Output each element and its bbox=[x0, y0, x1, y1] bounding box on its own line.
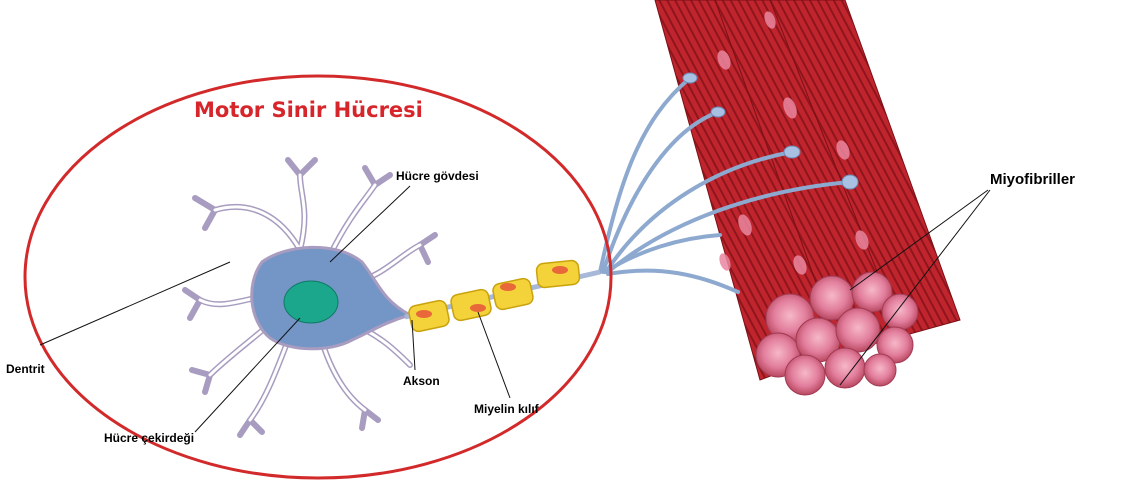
label-myelin-sheath: Miyelin kılıf bbox=[474, 403, 539, 415]
myelin-sheath bbox=[408, 260, 580, 333]
label-nucleus: Hücre çekirdeği bbox=[104, 432, 194, 444]
label-axon: Akson bbox=[403, 375, 440, 387]
nucleus bbox=[284, 281, 338, 323]
neuron bbox=[185, 160, 600, 435]
label-myofibrils: Miyofibriller bbox=[990, 172, 1075, 187]
diagram-title: Motor Sinir Hücresi bbox=[194, 100, 423, 121]
muscle-fiber-bundle bbox=[655, 0, 960, 395]
label-cell-body: Hücre gövdesi bbox=[396, 170, 479, 182]
label-dendrite: Dentrit bbox=[6, 363, 45, 375]
